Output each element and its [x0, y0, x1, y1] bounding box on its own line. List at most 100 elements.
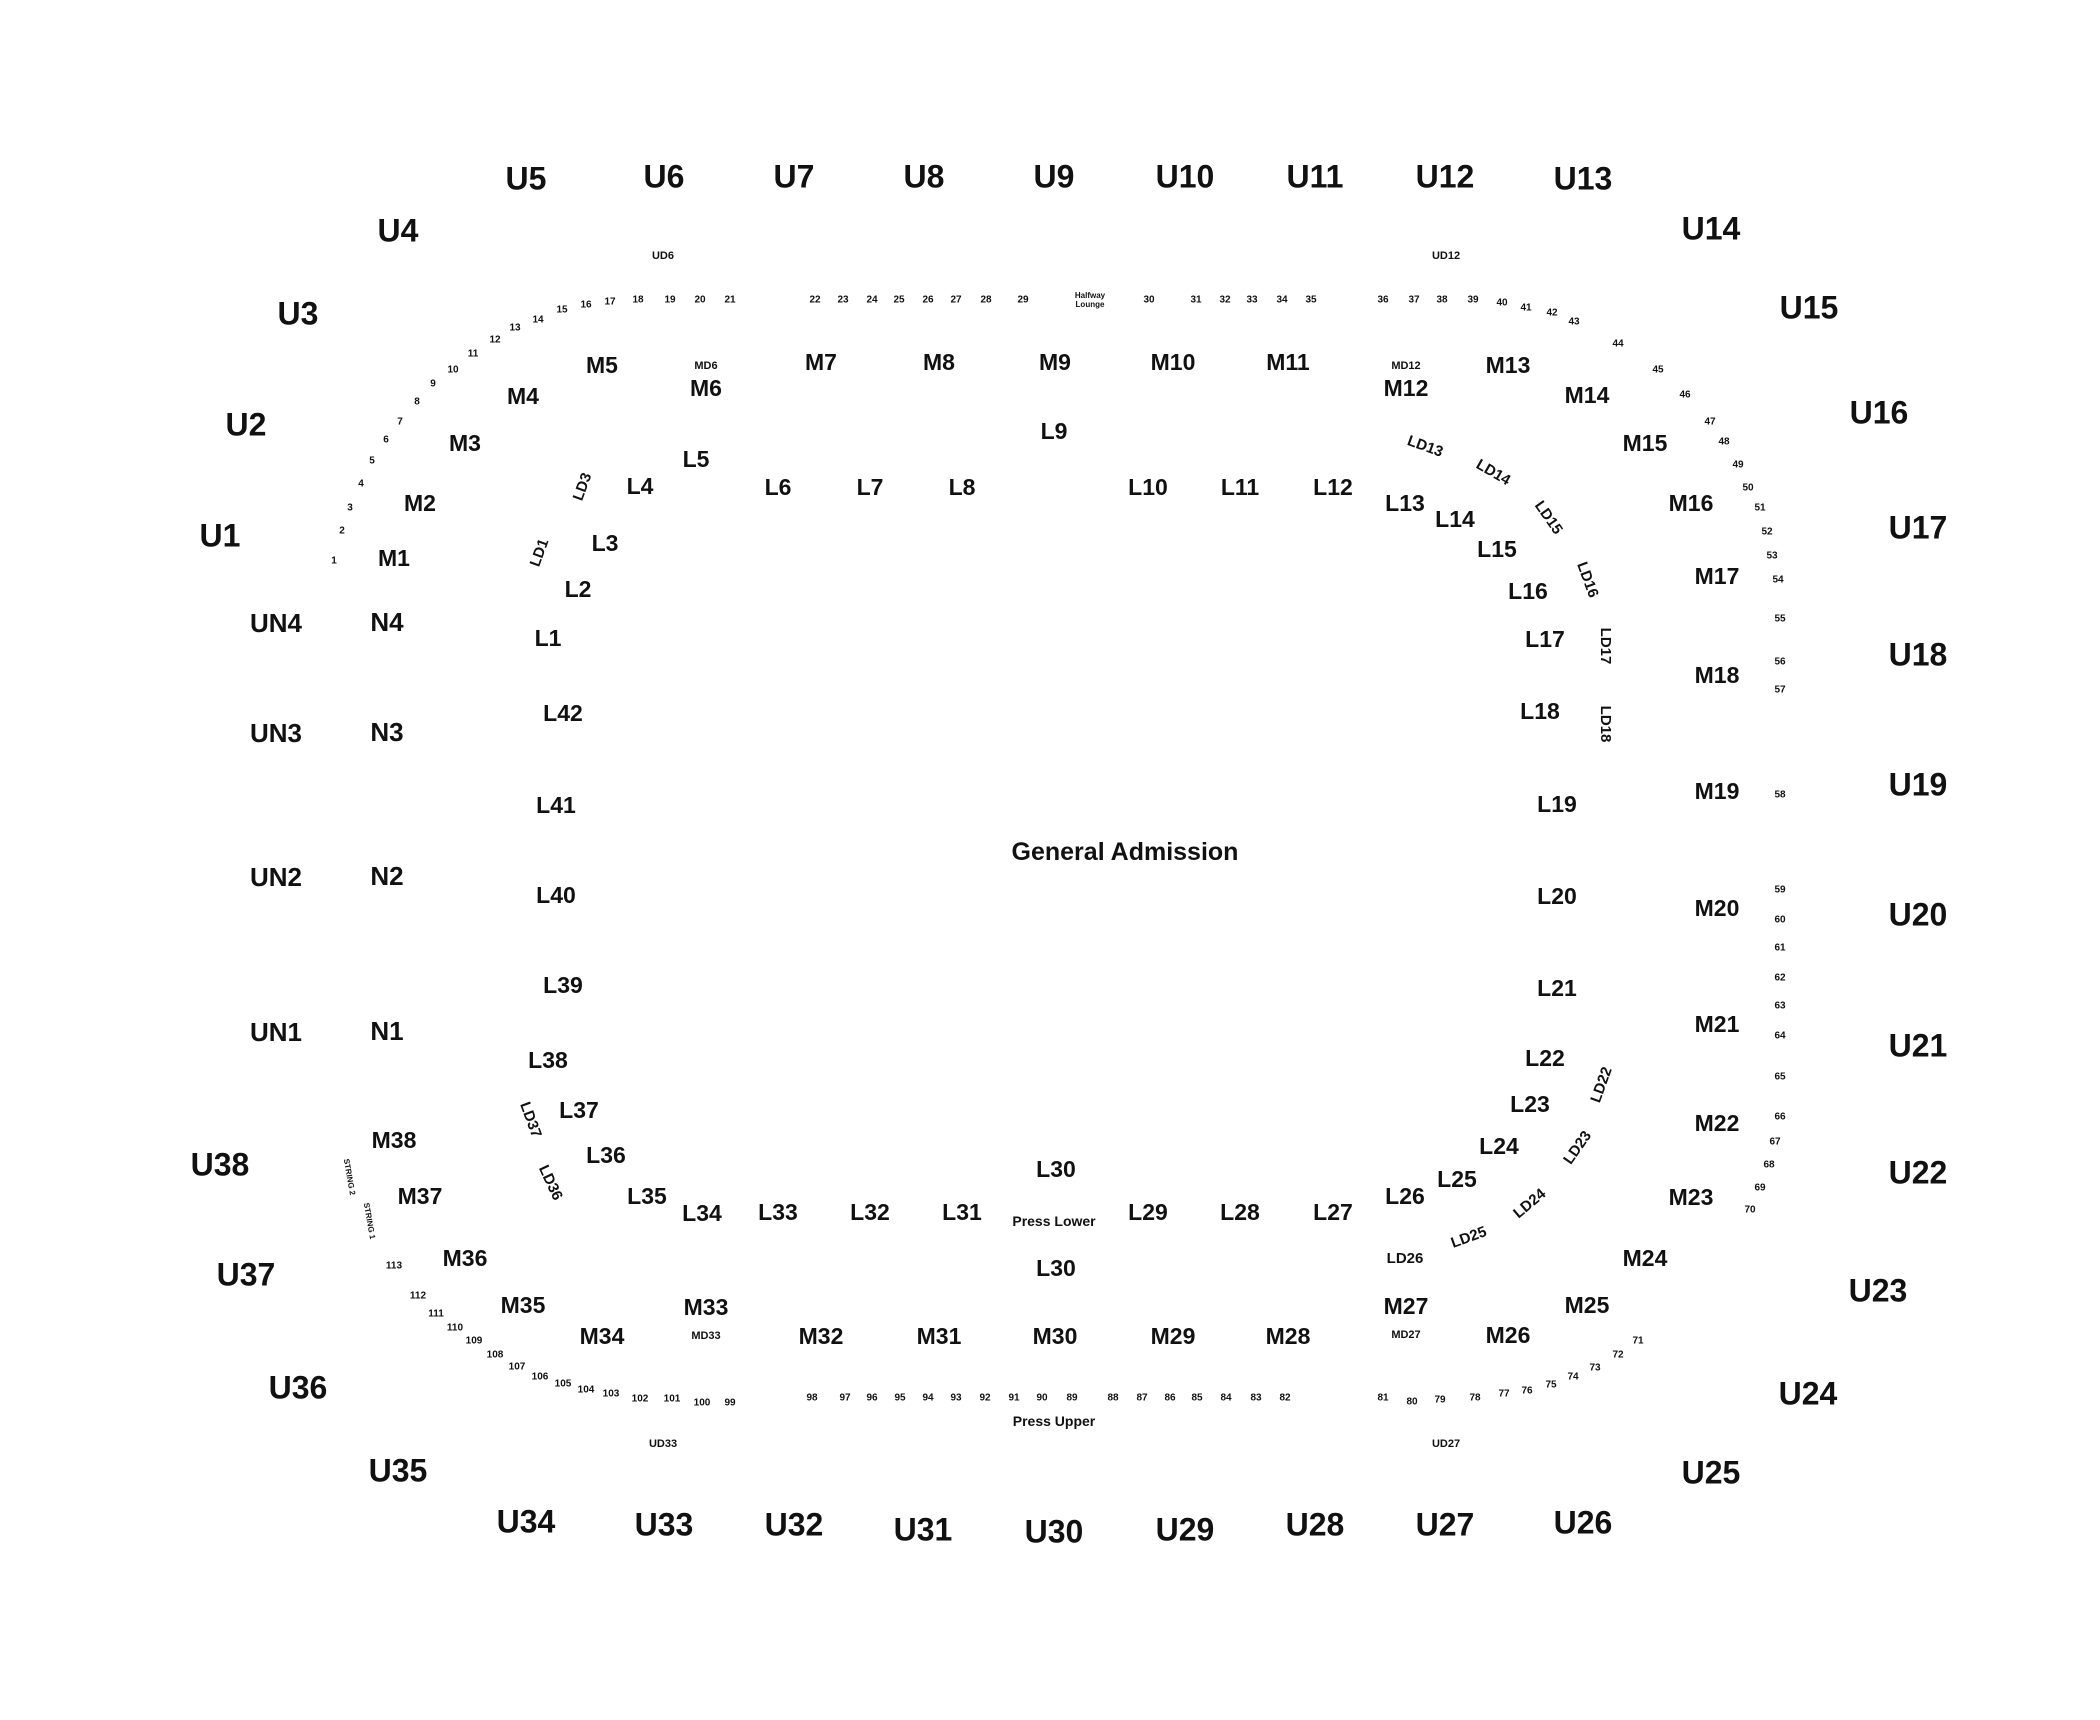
middle-section-m16[interactable]: M16 [1669, 490, 1714, 516]
lower-section-l41[interactable]: L41 [536, 792, 576, 818]
lower-section-l10[interactable]: L10 [1128, 474, 1168, 500]
box-number-74[interactable]: 74 [1567, 1372, 1579, 1383]
middle-section-m6[interactable]: M6 [690, 375, 722, 401]
box-number-34[interactable]: 34 [1276, 295, 1288, 306]
deck-label-md33[interactable]: MD33 [691, 1330, 720, 1342]
middle-section-m17[interactable]: M17 [1695, 563, 1740, 589]
box-number-5[interactable]: 5 [369, 456, 375, 467]
box-number-103[interactable]: 103 [603, 1389, 620, 1400]
box-number-15[interactable]: 15 [556, 305, 568, 316]
middle-section-m26[interactable]: M26 [1486, 1322, 1531, 1348]
box-number-65[interactable]: 65 [1774, 1072, 1786, 1083]
deck-label-md12[interactable]: MD12 [1391, 360, 1420, 372]
general-admission-label[interactable]: General Admission [1012, 838, 1239, 866]
box-number-83[interactable]: 83 [1250, 1393, 1262, 1404]
lower-deck-section-ld15[interactable]: LD15 [1531, 498, 1566, 538]
upper-section-u21[interactable]: U21 [1889, 1027, 1948, 1063]
middle-section-m32[interactable]: M32 [799, 1323, 844, 1349]
lower-deck-section-ld16[interactable]: LD16 [1573, 560, 1602, 600]
box-number-75[interactable]: 75 [1545, 1380, 1557, 1391]
box-number-77[interactable]: 77 [1498, 1389, 1510, 1400]
middle-section-m3[interactable]: M3 [449, 430, 481, 456]
middle-section-m13[interactable]: M13 [1486, 352, 1531, 378]
box-number-42[interactable]: 42 [1546, 308, 1558, 319]
lower-section-l32[interactable]: L32 [850, 1199, 890, 1225]
middle-section-m31[interactable]: M31 [917, 1323, 962, 1349]
box-number-99[interactable]: 99 [724, 1398, 736, 1409]
box-number-91[interactable]: 91 [1008, 1393, 1020, 1404]
lower-section-l1[interactable]: L1 [535, 625, 562, 651]
box-number-31[interactable]: 31 [1190, 295, 1202, 306]
box-number-7[interactable]: 7 [397, 417, 403, 428]
press-lower-label[interactable]: Press Lower [1012, 1213, 1096, 1229]
lower-deck-section-ld3[interactable]: LD3 [570, 471, 596, 503]
upper-section-u28[interactable]: U28 [1286, 1506, 1345, 1542]
lower-section-l27[interactable]: L27 [1313, 1199, 1353, 1225]
middle-section-m12[interactable]: M12 [1384, 375, 1429, 401]
upper-section-u5[interactable]: U5 [506, 160, 547, 196]
box-number-40[interactable]: 40 [1496, 298, 1508, 309]
box-number-76[interactable]: 76 [1521, 1386, 1533, 1397]
box-number-6[interactable]: 6 [383, 435, 389, 446]
lower-section-l20[interactable]: L20 [1537, 883, 1577, 909]
upper-section-u6[interactable]: U6 [644, 158, 685, 194]
lower-deck-section-ld26[interactable]: LD26 [1387, 1250, 1424, 1267]
upper-section-u15[interactable]: U15 [1780, 289, 1839, 325]
middle-section-m25[interactable]: M25 [1565, 1292, 1610, 1318]
lower-section-l29[interactable]: L29 [1128, 1199, 1168, 1225]
box-number-48[interactable]: 48 [1718, 437, 1730, 448]
box-number-13[interactable]: 13 [509, 323, 521, 334]
box-number-98[interactable]: 98 [806, 1393, 818, 1404]
box-number-57[interactable]: 57 [1774, 685, 1786, 696]
upper-section-u9[interactable]: U9 [1034, 158, 1075, 194]
middle-section-m37[interactable]: M37 [398, 1183, 443, 1209]
upper-section-u37[interactable]: U37 [217, 1256, 276, 1292]
box-number-79[interactable]: 79 [1434, 1395, 1446, 1406]
box-number-12[interactable]: 12 [489, 335, 501, 346]
upper-section-u3[interactable]: U3 [278, 295, 319, 331]
box-number-16[interactable]: 16 [580, 300, 592, 311]
upper-section-u10[interactable]: U10 [1156, 158, 1215, 194]
box-number-8[interactable]: 8 [414, 397, 420, 408]
box-number-10[interactable]: 10 [447, 365, 459, 376]
middle-section-m28[interactable]: M28 [1266, 1323, 1311, 1349]
upper-section-u14[interactable]: U14 [1682, 210, 1741, 246]
box-number-47[interactable]: 47 [1704, 417, 1716, 428]
box-number-107[interactable]: 107 [509, 1362, 526, 1373]
lower-section-l34[interactable]: L34 [682, 1200, 722, 1226]
upper-section-u20[interactable]: U20 [1889, 896, 1948, 932]
box-number-94[interactable]: 94 [922, 1393, 934, 1404]
box-number-85[interactable]: 85 [1191, 1393, 1203, 1404]
box-number-2[interactable]: 2 [339, 526, 345, 537]
box-number-82[interactable]: 82 [1279, 1393, 1291, 1404]
box-number-11[interactable]: 11 [468, 349, 479, 360]
upper-section-u38[interactable]: U38 [191, 1146, 250, 1182]
upper-section-u30[interactable]: U30 [1025, 1513, 1084, 1549]
lower-deck-section-ld24[interactable]: LD24 [1510, 1185, 1550, 1222]
upper-section-u34[interactable]: U34 [497, 1503, 556, 1539]
middle-section-m27[interactable]: M27 [1384, 1293, 1429, 1319]
middle-section-m29[interactable]: M29 [1151, 1323, 1196, 1349]
middle-section-m19[interactable]: M19 [1695, 778, 1740, 804]
lower-section-l8[interactable]: L8 [949, 474, 976, 500]
middle-section-m15[interactable]: M15 [1623, 430, 1668, 456]
box-number-54[interactable]: 54 [1772, 575, 1784, 586]
box-number-105[interactable]: 105 [555, 1379, 572, 1390]
lower-section-l40[interactable]: L40 [536, 882, 576, 908]
upper-section-u31[interactable]: U31 [894, 1511, 953, 1547]
middle-section-m22[interactable]: M22 [1695, 1110, 1740, 1136]
deck-label-md6[interactable]: MD6 [694, 360, 717, 372]
box-number-60[interactable]: 60 [1774, 915, 1786, 926]
middle-section-m38[interactable]: M38 [372, 1127, 417, 1153]
box-number-20[interactable]: 20 [694, 295, 706, 306]
upper-section-u35[interactable]: U35 [369, 1452, 428, 1488]
box-number-23[interactable]: 23 [837, 295, 849, 306]
middle-section-m2[interactable]: M2 [404, 490, 436, 516]
box-number-70[interactable]: 70 [1744, 1205, 1756, 1216]
lower-section-l12[interactable]: L12 [1313, 474, 1353, 500]
box-number-14[interactable]: 14 [532, 315, 544, 326]
box-number-110[interactable]: 110 [447, 1323, 464, 1334]
middle-section-m36[interactable]: M36 [443, 1245, 488, 1271]
lower-section-l25[interactable]: L25 [1437, 1166, 1477, 1192]
upper-section-u36[interactable]: U36 [269, 1369, 328, 1405]
